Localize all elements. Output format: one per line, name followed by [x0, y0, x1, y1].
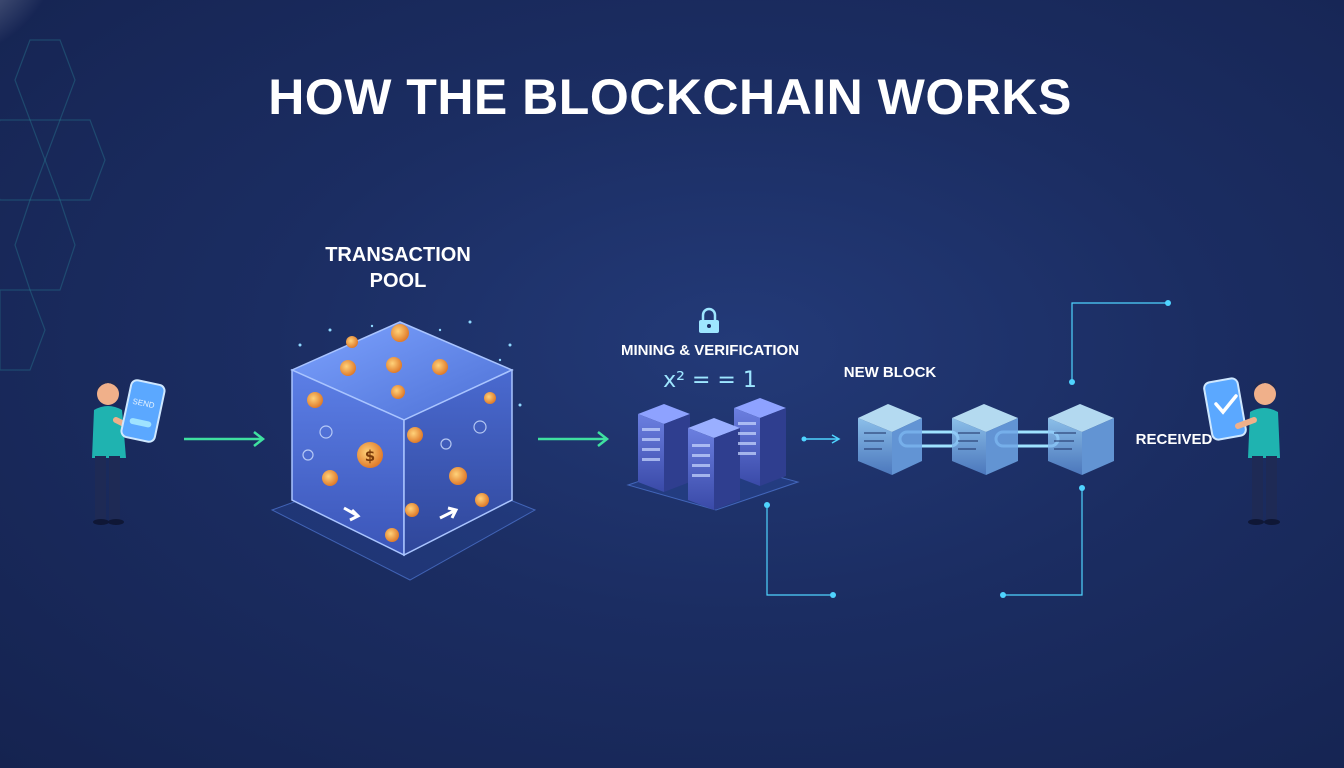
transaction-pool-cube: $	[270, 320, 537, 581]
receiver-person	[1203, 377, 1280, 525]
server-icon	[688, 418, 740, 510]
circuit-lines	[766, 302, 1168, 596]
block-1	[858, 404, 922, 475]
block-2	[952, 404, 1018, 475]
mining-verification-label: MINING & VERIFICATION	[620, 342, 800, 359]
phone-icon: SEND	[120, 379, 166, 443]
block-3	[1048, 404, 1114, 475]
svg-text:$: $	[365, 447, 375, 465]
block-chain	[858, 404, 1114, 475]
dollar-coin-icon	[340, 324, 448, 399]
mining-formula: x² = = 1	[663, 368, 757, 393]
page-title: HOW THE BLOCKCHAIN WORKS	[268, 69, 1072, 125]
sender-person: SEND	[92, 379, 166, 525]
server-icon	[638, 404, 690, 492]
arrow-pool-to-mining	[538, 431, 610, 447]
received-label: RECEIVED	[1135, 431, 1213, 448]
transaction-pool-label-line2: POOL	[369, 270, 427, 292]
lock-icon	[699, 307, 719, 333]
corner-glow	[0, 0, 60, 60]
circuit-nodes	[764, 300, 1171, 598]
transaction-pool-label-line1: TRANSACTION	[325, 244, 471, 266]
transaction-pool-label: TRANSACTION POOL	[298, 242, 498, 294]
mining-servers	[626, 398, 800, 511]
person-icon	[1235, 380, 1280, 525]
new-block-label: NEW BLOCK	[843, 364, 937, 381]
checkmark-icon	[1214, 394, 1238, 415]
server-icon	[734, 398, 786, 486]
arrow-mining-to-block	[801, 434, 841, 444]
hex-grid	[0, 39, 106, 371]
person-icon	[92, 380, 135, 525]
arrow-sender-to-pool	[184, 431, 266, 447]
phone-icon	[1203, 377, 1247, 441]
